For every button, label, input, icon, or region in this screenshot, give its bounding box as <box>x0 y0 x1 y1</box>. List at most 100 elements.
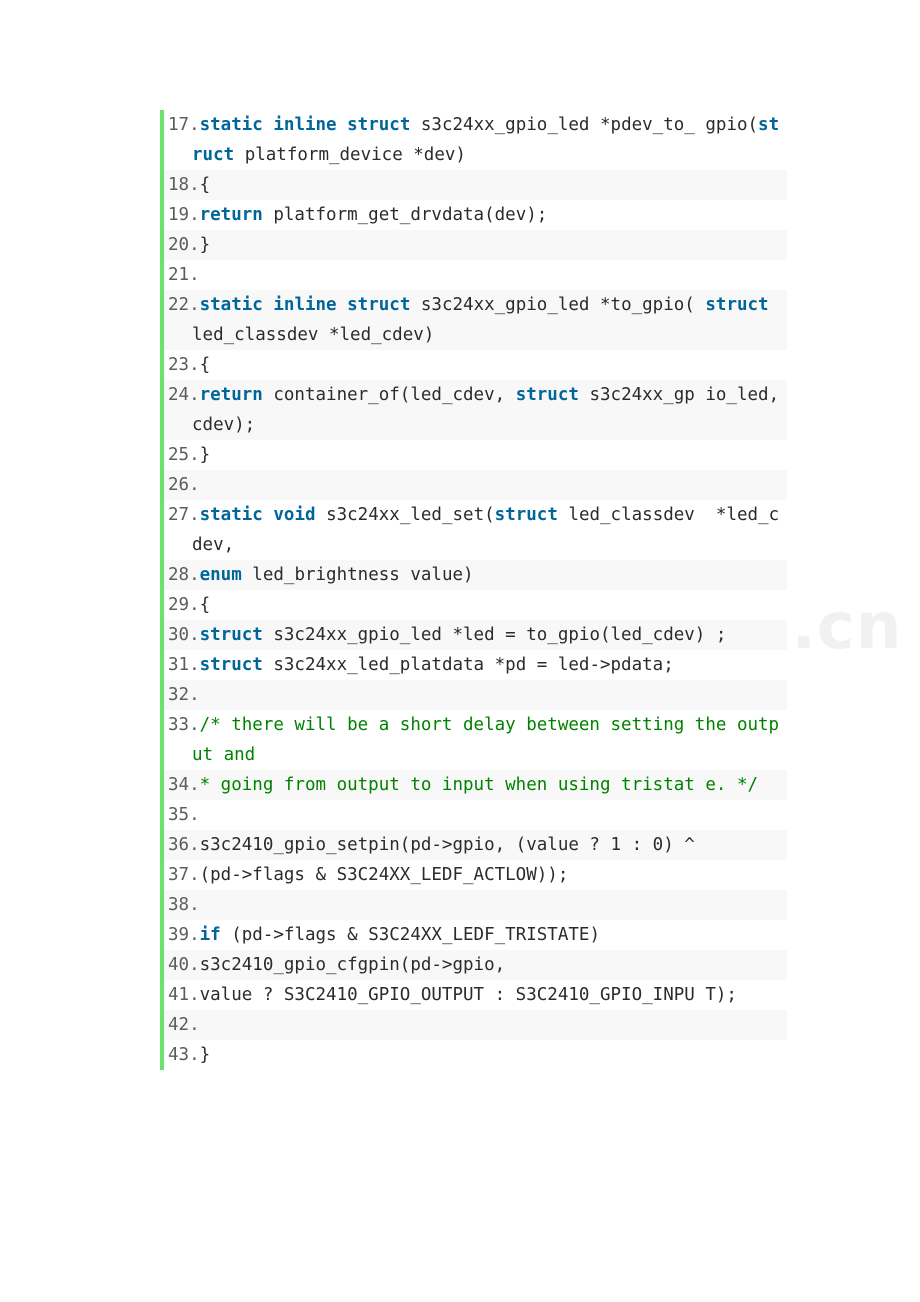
code-token <box>263 505 274 525</box>
line-number: 39. <box>168 925 200 945</box>
code-token: s3c2410_gpio_cfgpin(pd->gpio, <box>199 955 506 975</box>
code-line: 37.(pd->flags & S3C24XX_LEDF_ACTLOW)); <box>164 860 787 890</box>
code-line: 27.static void s3c24xx_led_set(struct le… <box>164 500 787 560</box>
code-line: 26. <box>164 470 787 500</box>
code-line: 25.} <box>164 440 787 470</box>
keyword-token: struct <box>347 115 411 135</box>
keyword-token: struct <box>347 295 411 315</box>
code-line: 36.s3c2410_gpio_setpin(pd->gpio, (value … <box>164 830 787 860</box>
code-line: 40.s3c2410_gpio_cfgpin(pd->gpio, <box>164 950 787 980</box>
line-number: 20. <box>168 235 200 255</box>
line-number: 32. <box>168 685 200 705</box>
keyword-token: static <box>199 295 263 315</box>
line-number: 31. <box>168 655 200 675</box>
code-token: led_brightness value) <box>241 565 474 585</box>
code-token: s3c24xx_led_set( <box>315 505 495 525</box>
code-token: { <box>199 355 211 375</box>
code-line: 22.static inline struct s3c24xx_gpio_led… <box>164 290 787 350</box>
code-line: 19.return platform_get_drvdata(dev); <box>164 200 787 230</box>
code-token: { <box>199 595 211 615</box>
line-number: 42. <box>168 1015 200 1035</box>
code-line: 17.static inline struct s3c24xx_gpio_led… <box>164 110 787 170</box>
comment-token: * going from output to input when using … <box>199 775 759 795</box>
code-line: 34.* going from output to input when usi… <box>164 770 787 800</box>
keyword-token: static <box>199 115 263 135</box>
code-line: 20.} <box>164 230 787 260</box>
code-line: 23.{ <box>164 350 787 380</box>
code-token: platform_get_drvdata(dev); <box>262 205 548 225</box>
code-line: 21. <box>164 260 787 290</box>
code-line: 41.value ? S3C2410_GPIO_OUTPUT : S3C2410… <box>164 980 787 1010</box>
code-line: 38. <box>164 890 787 920</box>
code-line: 33./* there will be a short delay betwee… <box>164 710 787 770</box>
code-token: container_of(led_cdev, <box>262 385 516 405</box>
code-token <box>337 115 348 135</box>
keyword-token: static <box>199 505 263 525</box>
code-token: platform_device *dev) <box>234 145 466 165</box>
keyword-token: return <box>199 385 263 405</box>
code-line: 18.{ <box>164 170 787 200</box>
code-line: 29.{ <box>164 590 787 620</box>
line-number: 36. <box>168 835 200 855</box>
line-number: 40. <box>168 955 200 975</box>
comment-token: /* there will be a short delay between s… <box>192 715 780 765</box>
keyword-token: void <box>273 505 316 525</box>
line-number: 37. <box>168 865 200 885</box>
line-number: 27. <box>168 505 200 525</box>
line-number: 21. <box>168 265 200 285</box>
code-token: s3c24xx_led_platdata *pd = led->pdata; <box>262 655 674 675</box>
code-token: s3c24xx_gpio_led *pdev_to_ gpio( <box>410 115 759 135</box>
keyword-token: return <box>199 205 263 225</box>
code-token: value ? S3C2410_GPIO_OUTPUT : S3C2410_GP… <box>199 985 737 1005</box>
keyword-token: struct <box>494 505 558 525</box>
code-token <box>263 295 274 315</box>
line-number: 26. <box>168 475 200 495</box>
line-number: 28. <box>168 565 200 585</box>
code-line: 35. <box>164 800 787 830</box>
code-line: 43.} <box>164 1040 787 1070</box>
code-token <box>263 115 274 135</box>
line-number: 35. <box>168 805 200 825</box>
code-line: 28.enum led_brightness value) <box>164 560 787 590</box>
keyword-token: struct <box>192 115 780 165</box>
code-listing: 17.static inline struct s3c24xx_gpio_led… <box>160 110 787 1070</box>
line-number: 25. <box>168 445 200 465</box>
code-line: 24.return container_of(led_cdev, struct … <box>164 380 787 440</box>
code-token: { <box>199 175 211 195</box>
keyword-token: struct <box>705 295 769 315</box>
code-line: 32. <box>164 680 787 710</box>
keyword-token: enum <box>199 565 242 585</box>
code-token: } <box>199 445 211 465</box>
code-token: led_classdev *led_cdev) <box>192 295 780 345</box>
line-number: 43. <box>168 1045 200 1065</box>
code-line: 42. <box>164 1010 787 1040</box>
code-token: s3c24xx_gpio_led *led = to_gpio(led_cdev… <box>262 625 727 645</box>
keyword-token: struct <box>515 385 579 405</box>
code-token: (pd->flags & S3C24XX_LEDF_TRISTATE) <box>220 925 600 945</box>
line-number: 17. <box>168 115 200 135</box>
line-number: 24. <box>168 385 200 405</box>
line-number: 18. <box>168 175 200 195</box>
line-number: 22. <box>168 295 200 315</box>
line-number: 41. <box>168 985 200 1005</box>
keyword-token: inline <box>273 295 337 315</box>
keyword-token: if <box>199 925 221 945</box>
code-line: 39.if (pd->flags & S3C24XX_LEDF_TRISTATE… <box>164 920 787 950</box>
line-number: 29. <box>168 595 200 615</box>
keyword-token: struct <box>199 655 263 675</box>
code-token: led_classdev *led_cdev, <box>192 505 780 555</box>
code-token: (pd->flags & S3C24XX_LEDF_ACTLOW)); <box>199 865 569 885</box>
keyword-token: struct <box>199 625 263 645</box>
line-number: 30. <box>168 625 200 645</box>
line-number: 33. <box>168 715 200 735</box>
code-token: s3c2410_gpio_setpin(pd->gpio, (value ? 1… <box>199 835 716 855</box>
line-number: 38. <box>168 895 200 915</box>
code-token: s3c24xx_gpio_led *to_gpio( <box>410 295 706 315</box>
code-token: } <box>199 1045 211 1065</box>
line-number: 23. <box>168 355 200 375</box>
code-token: } <box>199 235 211 255</box>
line-number: 19. <box>168 205 200 225</box>
line-number: 34. <box>168 775 200 795</box>
code-line: 31.struct s3c24xx_led_platdata *pd = led… <box>164 650 787 680</box>
keyword-token: inline <box>273 115 337 135</box>
